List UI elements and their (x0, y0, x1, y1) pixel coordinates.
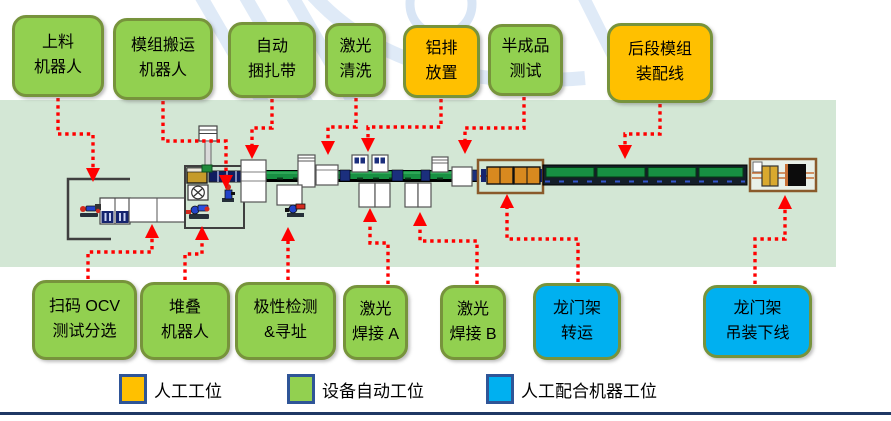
station-laser-welding-a: 激光 焊接 A (343, 285, 408, 360)
station-loading-robot: 上料 机器人 (12, 15, 104, 97)
robot-icon (186, 204, 210, 219)
gantry-transfer-unit (476, 158, 545, 195)
station-stacking-robot: 堆叠 机器人 (140, 282, 230, 360)
legend-manual-station: 人工工位 (119, 373, 222, 405)
gantry-hoist-unit (748, 157, 818, 193)
station-module-transfer-robot: 模组搬运 机器人 (113, 18, 213, 100)
station-ocv-scan-sort: 扫码 OCV 测试分选 (32, 280, 137, 360)
station-gantry-hoist-offline: 龙门架 吊装下线 (703, 285, 812, 358)
legend-label: 设备自动工位 (322, 381, 424, 401)
station-busbar-placement: 铝排 放置 (403, 25, 480, 98)
callout-arrows (56, 97, 787, 284)
legend-robot-assist-station: 人工配合机器工位 (486, 373, 657, 405)
footer-divider-bar (0, 412, 891, 415)
legend-swatch-manual (119, 374, 147, 404)
station-gantry-transfer: 龙门架 转运 (533, 283, 621, 360)
robot-icon (285, 203, 306, 217)
legend-swatch-auto (287, 374, 315, 404)
station-polarity-check-addressing: 极性检测 &寻址 (235, 282, 336, 360)
legend-label: 人工配合机器工位 (521, 381, 657, 401)
line-machines (240, 154, 473, 217)
legend-swatch-robot-assist (486, 374, 514, 404)
legend-auto-station: 设备自动工位 (287, 373, 424, 405)
station-laser-cleaning: 激光 清洗 (325, 23, 386, 97)
ocv-cell (66, 177, 186, 241)
robot-icon (80, 204, 101, 217)
arrow-heads (86, 138, 792, 241)
conveyor-rear (542, 164, 748, 186)
station-auto-strapping: 自动 捆扎带 (228, 22, 316, 98)
station-rear-module-assembly-line: 后段模组 装配线 (607, 23, 713, 103)
station-laser-welding-b: 激光 焊接 B (440, 285, 506, 360)
station-semi-product-test: 半成品 测试 (488, 24, 563, 96)
overhead-loader (198, 125, 218, 173)
legend-label: 人工工位 (154, 381, 222, 401)
fan-icon (187, 184, 209, 201)
